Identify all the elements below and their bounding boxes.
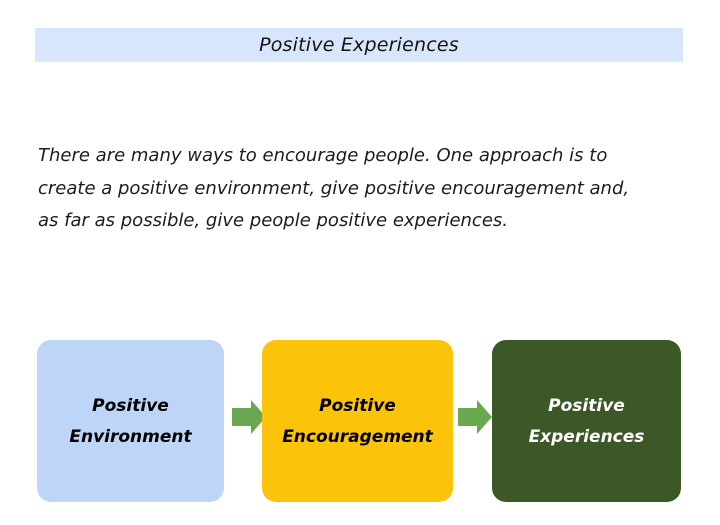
page-title: Positive Experiences	[259, 34, 459, 56]
flow-box-positive-environment: Positive Environment	[37, 340, 224, 502]
intro-paragraph: There are many ways to encourage people.…	[38, 140, 698, 238]
flow-box-line1: Positive	[92, 395, 169, 416]
intro-line-2: create a positive environment, give posi…	[38, 177, 630, 199]
flow-box-line1: Positive	[319, 395, 396, 416]
title-banner: Positive Experiences	[35, 28, 683, 62]
flow-box-line2: Encouragement	[282, 426, 433, 447]
flow-box-line2: Environment	[69, 426, 192, 447]
right-arrow-icon	[458, 399, 492, 435]
right-arrow-icon	[232, 399, 266, 435]
flow-box-line2: Experiences	[528, 426, 645, 447]
flow-box-positive-experiences: Positive Experiences	[492, 340, 681, 502]
flow-box-line1: Positive	[548, 395, 625, 416]
intro-line-3: as far as possible, give people positive…	[38, 210, 509, 231]
intro-line-1: There are many ways to encourage people.…	[38, 145, 608, 166]
flow-box-positive-encouragement: Positive Encouragement	[262, 340, 453, 502]
